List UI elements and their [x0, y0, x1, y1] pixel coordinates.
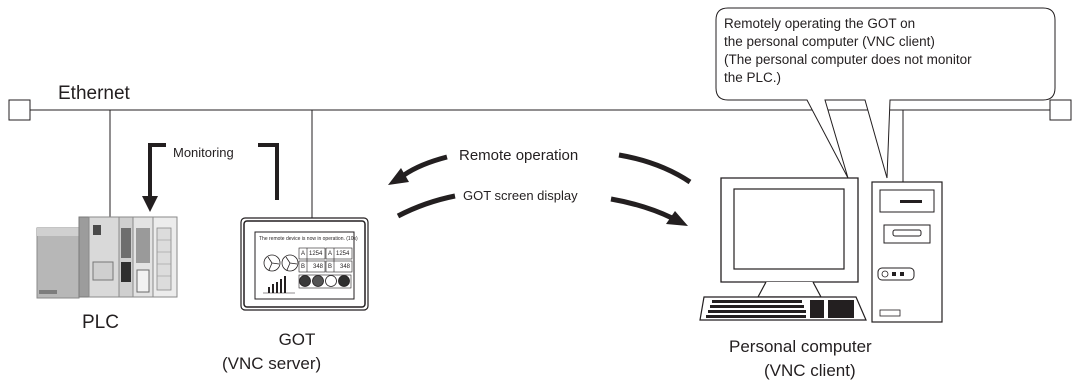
keyboard-keys	[706, 300, 854, 318]
got-screen-cell: A	[301, 251, 306, 257]
got-screen-cell: A	[328, 251, 333, 257]
remote-operation-tail	[618, 152, 692, 185]
remote-operation-arrowhead	[388, 168, 409, 185]
remote-operation-arrow	[402, 154, 448, 178]
bus-terminator-right	[1049, 99, 1072, 121]
monitoring-arrowhead	[142, 196, 158, 212]
pc-label: Personal computer	[729, 337, 872, 356]
callout-balloon	[715, 7, 1056, 179]
callout-line: Remotely operating the GOT on	[724, 16, 916, 31]
got-screen-cell: B	[301, 264, 306, 270]
got-display-arrowhead	[666, 211, 688, 226]
got-display-arrow-tail	[396, 193, 456, 219]
got-screen-cell: 348	[340, 264, 351, 270]
monitoring-label: Monitoring	[173, 145, 234, 160]
got-label: GOT	[278, 330, 316, 349]
callout-line: (The personal computer does not monitor	[724, 52, 972, 67]
pc-device	[699, 177, 943, 323]
got-screen-cell: 1254	[336, 251, 350, 257]
got-screen-title: The remote device is now in operation. (…	[259, 236, 358, 242]
plc-label: PLC	[82, 312, 119, 333]
plc-device	[36, 216, 178, 299]
remote-operation-label: Remote operation	[459, 147, 579, 164]
got-screen-cell: 348	[313, 264, 324, 270]
got-role-label: (VNC server)	[222, 354, 322, 373]
callout-text: Remotely operating the GOT on the person…	[724, 15, 972, 87]
monitoring-arrow	[148, 143, 279, 200]
got-display-arrow	[610, 196, 674, 221]
callout-line: the personal computer (VNC client)	[724, 34, 935, 49]
callout-line: the PLC.)	[724, 70, 782, 85]
bus-terminator-left	[8, 99, 31, 121]
got-screen-display-label: GOT screen display	[463, 188, 578, 203]
got-screen-cell: B	[328, 264, 333, 270]
got-screen-cell: 1254	[309, 251, 323, 257]
got-device	[240, 217, 369, 311]
pc-role-label: (VNC client)	[764, 361, 856, 380]
ethernet-label: Ethernet	[58, 83, 130, 104]
